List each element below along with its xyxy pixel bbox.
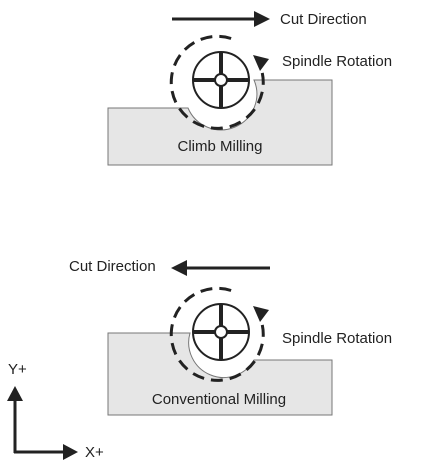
climb-spindle-rotation-label: Spindle Rotation bbox=[282, 53, 392, 70]
climb-milling-title: Climb Milling bbox=[177, 138, 262, 155]
conventional-cutter bbox=[192, 303, 250, 361]
y-axis-label: Y+ bbox=[8, 361, 27, 378]
climb-cutter bbox=[192, 51, 250, 109]
conventional-spindle-rotation-label: Spindle Rotation bbox=[282, 330, 392, 347]
conventional-workpiece bbox=[107, 332, 333, 416]
climb-workpiece bbox=[107, 79, 333, 166]
climb-rotation-arrowhead bbox=[253, 55, 269, 71]
conventional-milling-title: Conventional Milling bbox=[152, 391, 286, 408]
climb-milling-panel: Cut Direction Climb Milling Spindle Rota… bbox=[107, 11, 392, 166]
conventional-cut-direction-label: Cut Direction bbox=[69, 258, 156, 275]
conventional-cut-direction-arrow bbox=[171, 260, 270, 276]
climb-cut-direction-arrow bbox=[172, 11, 270, 27]
climb-cut-direction-label: Cut Direction bbox=[280, 11, 367, 28]
x-axis-label: X+ bbox=[85, 444, 104, 461]
axes-indicator: Y+ X+ bbox=[7, 361, 104, 461]
climb-spindle-rotation-arc bbox=[169, 34, 265, 130]
conventional-spindle-rotation-arc bbox=[169, 286, 265, 382]
conventional-milling-panel: Cut Direction Conventional Milling Spind… bbox=[69, 258, 392, 416]
conventional-rotation-arrowhead bbox=[253, 306, 269, 322]
